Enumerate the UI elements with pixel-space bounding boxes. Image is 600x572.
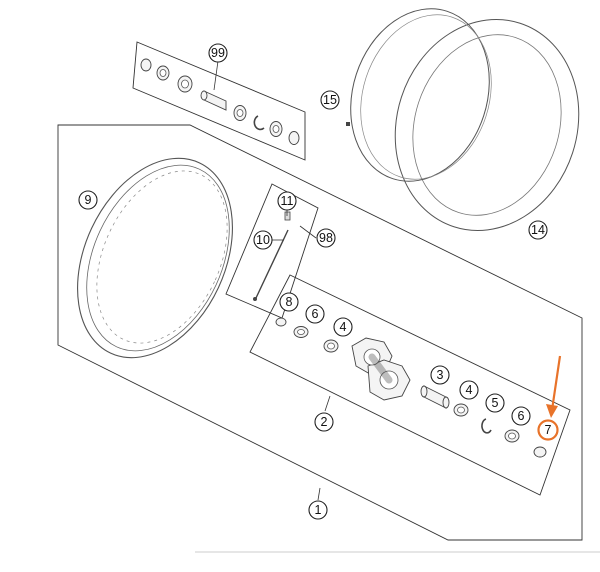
highlight-arrow xyxy=(546,355,562,418)
spoke-kit-parts xyxy=(253,211,291,301)
callout-8: 8 xyxy=(279,292,299,312)
callout-label: 6 xyxy=(518,409,525,423)
callout-label: 99 xyxy=(211,46,225,60)
callout-label: 10 xyxy=(256,233,270,247)
tube-band xyxy=(346,8,492,182)
callout-label: 15 xyxy=(323,93,337,107)
callout-label: 11 xyxy=(281,194,294,208)
wheel-assembly-frame xyxy=(57,124,583,541)
rim xyxy=(77,157,233,359)
callout-label: 6 xyxy=(312,307,319,321)
callout-label: 4 xyxy=(340,320,347,334)
callout-1: 1 xyxy=(308,500,328,520)
callout-9: 9 xyxy=(78,190,98,210)
callout-label: 3 xyxy=(437,368,444,382)
hub-parts xyxy=(275,317,547,458)
callout-11: 11 xyxy=(277,191,297,211)
hub-body xyxy=(351,337,411,401)
callout-4-left: 4 xyxy=(333,317,353,337)
callout-98: 98 xyxy=(316,228,336,248)
callout-label: 8 xyxy=(286,295,293,309)
callout-3: 3 xyxy=(430,365,450,385)
callout-4-right: 4 xyxy=(459,380,479,400)
callout-label: 2 xyxy=(321,415,328,429)
callout-6-right: 6 xyxy=(511,406,531,426)
callout-15: 15 xyxy=(320,90,340,110)
hub-panel xyxy=(249,274,571,496)
spoke-kit-panel xyxy=(225,183,319,319)
callout-label: 9 xyxy=(85,193,92,207)
callout-5: 5 xyxy=(485,393,505,413)
callout-99: 99 xyxy=(208,43,228,63)
bearing-kit-panel xyxy=(132,41,306,161)
callout-7: 7 xyxy=(537,419,559,441)
callout-2: 2 xyxy=(314,412,334,432)
callout-label: 14 xyxy=(531,223,545,237)
callout-label: 98 xyxy=(319,231,333,245)
callout-10: 10 xyxy=(253,230,273,250)
bearing-kit-parts xyxy=(140,58,300,145)
callout-6-left: 6 xyxy=(305,304,325,324)
callout-label: 4 xyxy=(466,383,473,397)
callout-label: 1 xyxy=(315,503,322,517)
leader-lines xyxy=(213,60,331,501)
callout-label: 7 xyxy=(545,423,552,437)
tyre xyxy=(394,19,580,231)
callout-14: 14 xyxy=(528,220,548,240)
callout-label: 5 xyxy=(492,396,499,410)
